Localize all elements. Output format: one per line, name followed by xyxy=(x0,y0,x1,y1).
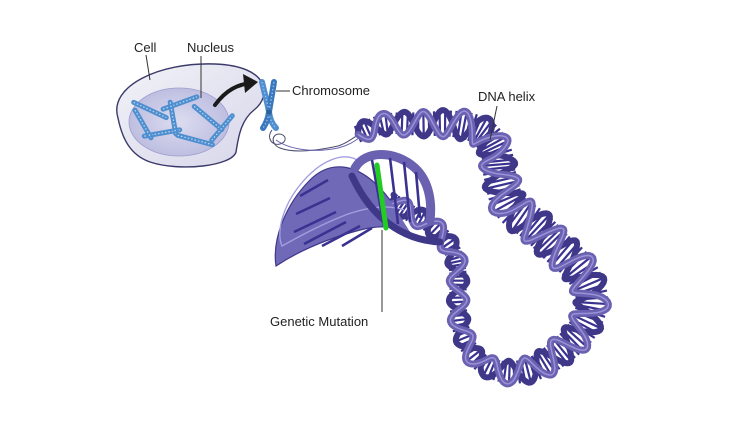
base-pair xyxy=(482,162,515,167)
base-pair xyxy=(321,224,361,248)
base-pair xyxy=(564,255,592,279)
base-pair xyxy=(388,157,400,225)
cell-label: Cell xyxy=(134,40,157,55)
base-pair xyxy=(299,178,329,198)
base-pair xyxy=(536,351,552,376)
nuclear-chromosome xyxy=(132,107,154,141)
unwinding-strand xyxy=(269,129,363,152)
base-pair xyxy=(402,161,412,223)
base-pair xyxy=(295,196,331,216)
cell xyxy=(116,63,265,168)
base-pair xyxy=(524,214,550,242)
nuclear-chromosome xyxy=(209,113,235,143)
nuclear-chromosomes xyxy=(131,94,235,148)
base-pair xyxy=(564,326,588,349)
base-pair xyxy=(485,180,519,190)
nucleus-label: Nucleus xyxy=(187,40,234,55)
genetic-mutation-label: Genetic Mutation xyxy=(270,314,368,329)
base-pair xyxy=(414,171,422,219)
base-pair xyxy=(572,277,604,293)
chromosome-label: Chromosome xyxy=(292,83,370,98)
dna-helix-label: DNA helix xyxy=(478,89,536,104)
base-pair xyxy=(303,220,347,246)
base-pair xyxy=(511,201,533,232)
base-pair xyxy=(293,210,337,234)
dna-helix-leader-line xyxy=(489,105,498,141)
base-pair xyxy=(572,314,601,330)
dna-backbone-highlight xyxy=(357,110,610,385)
nuclear-chromosome xyxy=(131,99,169,121)
base-pair xyxy=(523,358,532,383)
dna-ribbon-highlight xyxy=(279,156,405,247)
cell-leader-line xyxy=(145,54,151,81)
dna-backbone-strand xyxy=(350,150,436,225)
nuclear-chromosome xyxy=(191,103,225,133)
curved-arrow-icon xyxy=(213,74,258,107)
chromosome-icon xyxy=(259,79,279,131)
nuclear-chromosome xyxy=(175,132,215,148)
nuclear-chromosome xyxy=(167,99,179,137)
dna-helix xyxy=(274,107,612,388)
mutation-base-pair xyxy=(374,162,389,231)
base-pair xyxy=(341,226,373,248)
